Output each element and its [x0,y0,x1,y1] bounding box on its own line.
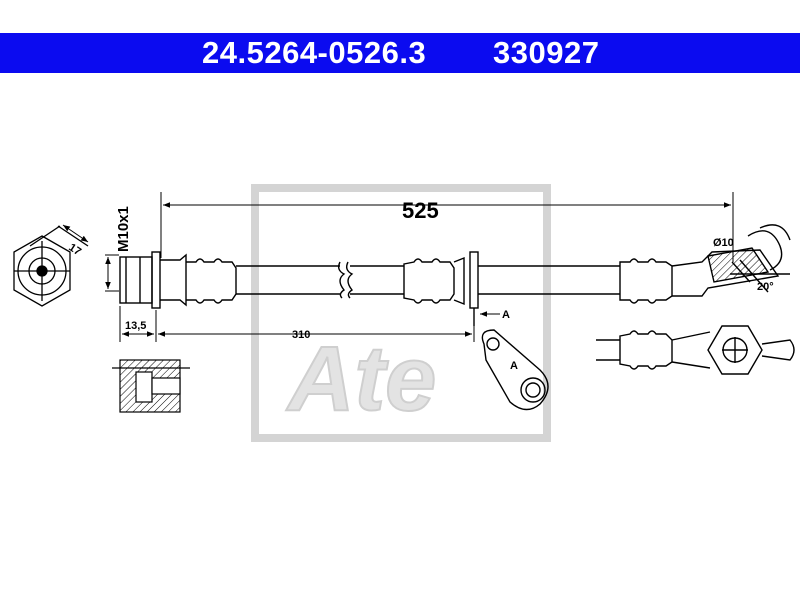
angle-label: 20° [757,281,774,293]
eye-side-view [596,325,795,375]
article-number: 24.5264-0526.3 [202,35,427,70]
fitting-section [112,359,190,413]
overall-length-dimension [160,192,734,262]
reference-number: 330927 [493,35,600,70]
sub-dimensions [119,306,475,342]
header-banner: 24.5264-0526.3 330927 [0,33,800,73]
partial-length-label: 310 [292,329,310,341]
eye-diameter-label: Ø10 [713,237,734,249]
ate-watermark: Ate [251,184,551,442]
fitting-length-label: 13,5 [125,320,146,332]
bracket-view [481,329,549,411]
overall-length-label: 525 [402,198,439,223]
section-marker-label: A [502,309,510,321]
hex-size-label: 17 [66,241,83,258]
brake-hose [119,224,791,326]
thread-dimension [105,254,119,292]
view-label: A [510,360,518,372]
ate-logo-text: Ate [286,328,436,430]
thread-label: M10x1 [115,206,132,252]
hex-end-view [13,224,89,307]
